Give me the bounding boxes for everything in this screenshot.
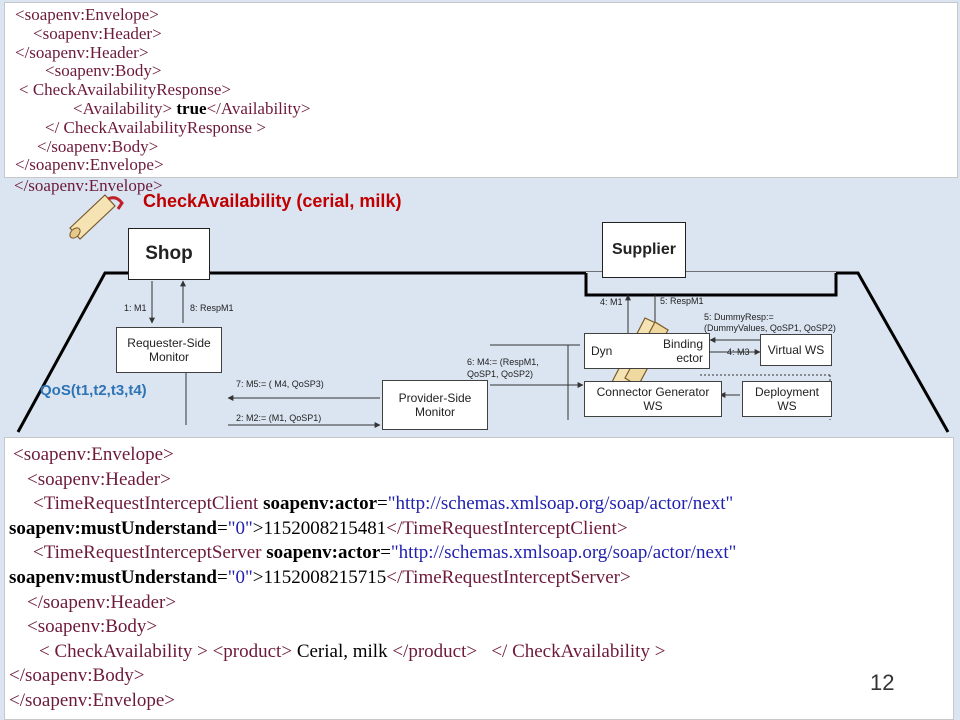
- xml-line: < CheckAvailabilityResponse>: [19, 80, 231, 100]
- xml-line: </soapenv:Envelope>: [15, 155, 164, 175]
- behind-envelope-close: </soapenv:Envelope>: [14, 176, 163, 195]
- virtual-ws-label: Virtual WS: [767, 343, 825, 357]
- page-number: 12: [870, 670, 895, 695]
- xml-line: </soapenv:Header>: [27, 591, 177, 613]
- behind-check-availability-call: CheckAvailability (cerial, milk): [143, 191, 402, 211]
- supplier-box: Supplier: [602, 222, 686, 278]
- shop-box: Shop: [128, 228, 210, 280]
- xml-line: <TimeRequestInterceptClient soapenv:acto…: [33, 493, 734, 515]
- virtual-ws-box: Virtual WS: [760, 334, 832, 366]
- dynamic-binding-box: Dyn Binding ector: [584, 333, 710, 369]
- network-boundary: [16, 271, 950, 433]
- xml-line: <soapenv:Envelope>: [13, 444, 174, 465]
- label-m1-4: 4: M1: [600, 297, 623, 307]
- deployment-line1: Deployment: [754, 385, 820, 399]
- dynamic-binding-right: Binding: [662, 337, 703, 351]
- deployment-line2: WS: [777, 399, 797, 413]
- xml-line: </soapenv:Body>: [37, 136, 159, 156]
- requester-monitor-label: Requester-Side Monitor: [127, 336, 211, 364]
- xml-line: <soapenv:Body>: [27, 616, 158, 638]
- xml-line: <soapenv:Body>: [45, 61, 162, 81]
- label-respm1-8: 8: RespM1: [190, 303, 234, 313]
- xml-line: <soapenv:Header>: [27, 468, 171, 490]
- xml-line: </soapenv:Header>: [15, 42, 149, 62]
- provider-monitor-box: Provider-Side Monitor: [382, 380, 488, 430]
- provider-monitor-label: Provider-Side Monitor: [398, 391, 472, 419]
- scroll-icon-left: [69, 194, 124, 240]
- label-m1: 1: M1: [124, 303, 147, 313]
- requester-monitor-box: Requester-Side Monitor: [116, 327, 222, 373]
- dynamic-binding-left: Dyn: [591, 344, 613, 358]
- xml-line: <soapenv:Header>: [33, 23, 162, 43]
- label-m5: 7: M5:= ( M4, QoSP3): [236, 379, 324, 389]
- xml-line: <Availability> true</Availability>: [73, 98, 311, 118]
- xml-line: < CheckAvailability > <product> Cerial, …: [39, 640, 666, 662]
- dynamic-binding-line2: ector: [676, 351, 703, 365]
- connector-generator-box: Connector Generator WS: [584, 381, 722, 417]
- label-m4-line2: QoSP1, QoSP2): [467, 369, 534, 379]
- xml-line: </soapenv:Envelope>: [9, 689, 175, 711]
- xml-line: </soapenv:Body>: [9, 665, 145, 687]
- label-m2: 2: M2:= (M1, QoSP1): [236, 413, 322, 423]
- xml-response-panel: <soapenv:Envelope> <soapenv:Header> </so…: [4, 2, 958, 178]
- connector-generator-line1: Connector Generator: [596, 385, 710, 399]
- connector-generator-line2: WS: [643, 399, 663, 413]
- xml-line: <TimeRequestInterceptServer soapenv:acto…: [33, 542, 737, 564]
- label-dummy-line2: (DummyValues, QoSP1, QoSP2): [704, 323, 836, 333]
- xml-line: soapenv:mustUnderstand="0">1152008215715…: [9, 566, 631, 588]
- label-m3-4: 4: M3: [727, 347, 750, 357]
- label-dummy-line1: 5: DummyResp:=: [704, 312, 774, 322]
- label-respm1-5: 5: RespM1: [660, 296, 704, 306]
- xml-line: soapenv:mustUnderstand="0">1152008215481…: [9, 517, 628, 539]
- xml-line: <soapenv:Envelope>: [15, 5, 159, 24]
- label-m4-line1: 6: M4:= (RespM1,: [467, 357, 539, 367]
- qos-label: QoS(t1,t2,t3,t4): [40, 382, 147, 399]
- supplier-label: Supplier: [611, 241, 676, 258]
- deployment-ws-box: Deployment WS: [742, 381, 832, 417]
- xml-request-panel: <soapenv:Envelope> <soapenv:Header> <Tim…: [4, 437, 954, 720]
- xml-line: </ CheckAvailabilityResponse >: [45, 117, 266, 137]
- shop-label: Shop: [145, 243, 193, 264]
